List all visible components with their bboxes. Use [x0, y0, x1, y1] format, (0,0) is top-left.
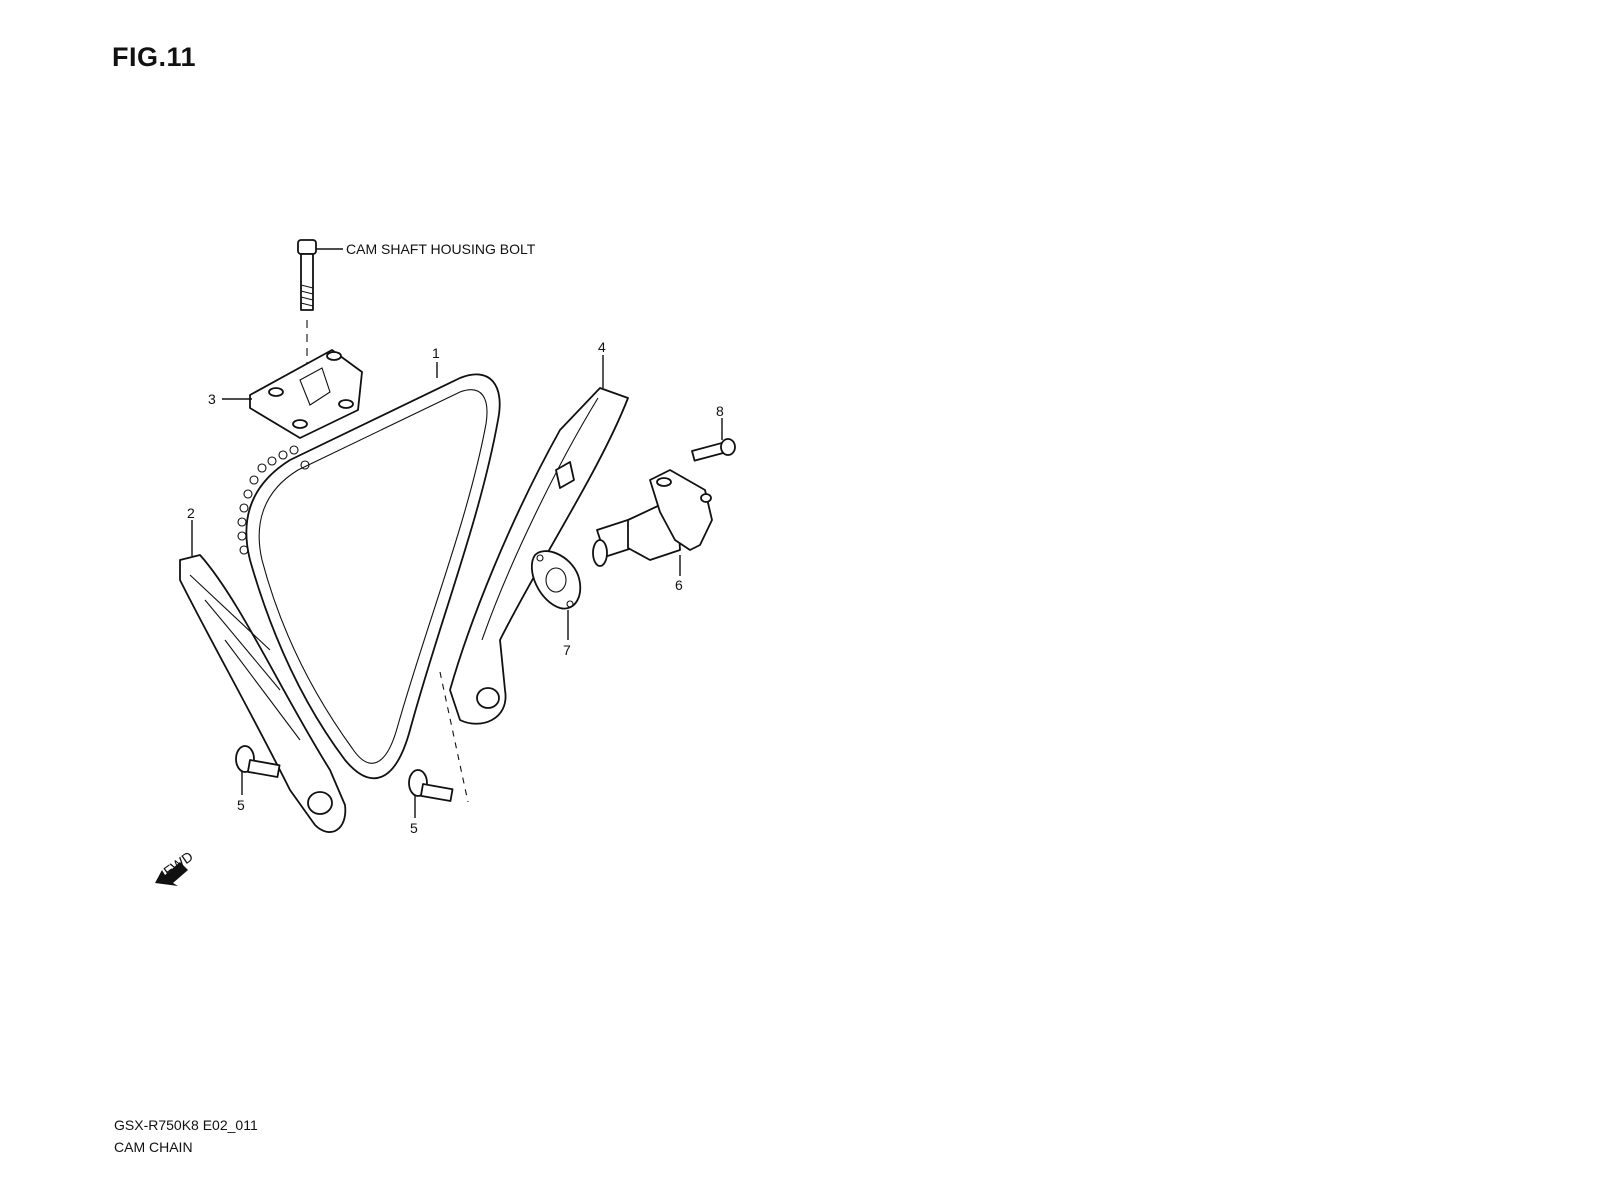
callout-part-1: 1 — [432, 345, 440, 361]
part-5-bolt-right — [408, 671, 469, 818]
callout-part-7: 7 — [563, 642, 571, 658]
fwd-arrow-icon: FWD — [155, 848, 196, 886]
callout-part-5-right: 5 — [410, 820, 418, 836]
part-5-bolt-left — [235, 745, 281, 795]
callout-part-8: 8 — [716, 403, 724, 419]
callout-part-5-left: 5 — [237, 797, 245, 813]
footer-caption: CAM CHAIN — [114, 1139, 193, 1155]
callout-part-4: 4 — [598, 339, 606, 355]
part-3-chain-guide-plate — [222, 349, 363, 439]
part-7-gasket — [530, 550, 582, 640]
part-2-chain-tensioner-guide — [179, 520, 347, 833]
callout-part-6: 6 — [675, 577, 683, 593]
callout-part-3: 3 — [208, 391, 216, 407]
part-1-cam-chain — [237, 362, 501, 780]
footer-model-code: GSX-R750K8 E02_011 — [114, 1117, 258, 1133]
cam-shaft-housing-bolt — [297, 239, 343, 395]
callout-part-2: 2 — [187, 505, 195, 521]
callout-cam-shaft-housing-bolt: CAM SHAFT HOUSING BOLT — [346, 241, 536, 257]
figure-title: FIG.11 — [112, 42, 197, 72]
part-6-cam-chain-tensioner — [592, 469, 713, 576]
part-8-bolt — [691, 418, 736, 462]
